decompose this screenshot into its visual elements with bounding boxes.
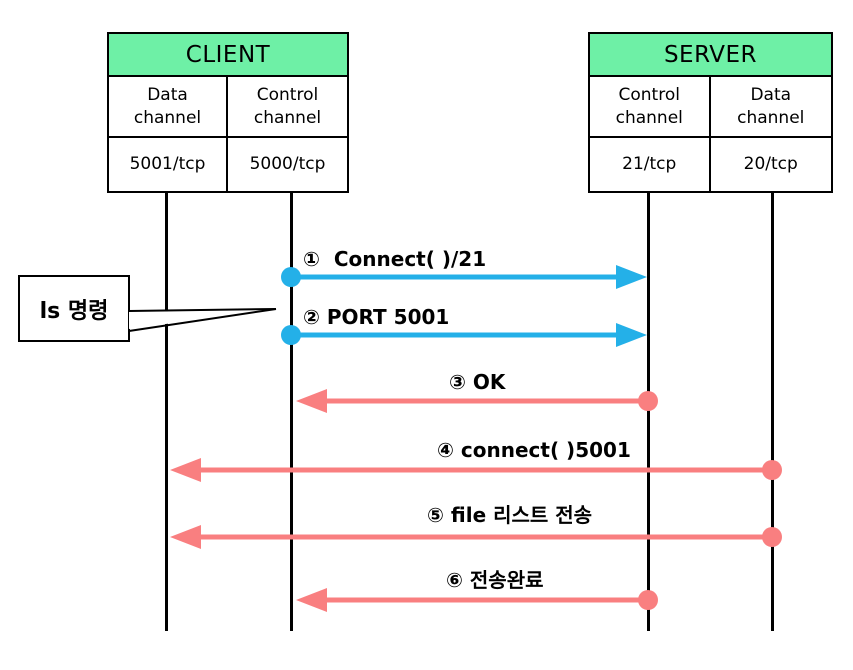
message-label-1: ① Connect( )/21 — [303, 247, 487, 271]
arrow-2-head — [616, 323, 647, 347]
server-control-channel-label: Control channel — [590, 77, 711, 138]
ls-command-label: ls 명령 — [39, 298, 109, 324]
arrow-6-origin-dot — [638, 590, 658, 610]
arrow-4-head — [170, 458, 201, 482]
arrow-1-origin-dot — [281, 267, 301, 287]
arrow-5-head — [170, 525, 201, 549]
ls-command-callout: ls 명령 — [18, 275, 130, 342]
server-data-channel-port: 20/tcp — [743, 154, 798, 175]
arrow-6-head — [296, 588, 327, 612]
server-title: SERVER — [590, 34, 831, 77]
arrow-2-origin-dot — [281, 325, 301, 345]
message-label-3: ③ OK — [449, 370, 506, 394]
arrow-5-origin-dot — [762, 527, 782, 547]
client-data-channel-label: Data channel — [109, 77, 228, 138]
server-control-channel-port: 21/tcp — [590, 138, 711, 191]
message-label-4: ④ connect( )5001 — [437, 438, 631, 462]
server-box: SERVER Control channel Data channel 21/t… — [588, 32, 833, 193]
server-data-channel-label: Data channel — [710, 77, 831, 138]
arrow-4-origin-dot — [762, 460, 782, 480]
client-box: CLIENT Data channel Control channel 5001… — [107, 32, 349, 193]
client-data-channel-port: 5001/tcp — [109, 138, 228, 191]
client-channel-grid: Data channel Control channel 5001/tcp 50… — [109, 77, 347, 191]
client-title: CLIENT — [109, 34, 347, 77]
callout-pointer-mask — [129, 309, 276, 329]
arrow-3-head — [296, 389, 327, 413]
message-label-2: ② PORT 5001 — [303, 305, 450, 329]
arrow-3-origin-dot — [638, 391, 658, 411]
message-label-5: ⑤ file 리스트 전송 — [427, 503, 593, 527]
server-channel-grid: Control channel Data channel 21/tcp 20/t… — [590, 77, 831, 191]
callout-pointer-bottom-line — [128, 308, 277, 332]
client-control-channel-port: 5000/tcp — [249, 154, 326, 175]
message-label-6: ⑥ 전송완료 — [446, 568, 544, 592]
callout-pointer-top-line — [128, 308, 277, 312]
arrow-1-head — [616, 265, 647, 289]
client-control-channel-label: Control channel — [228, 77, 347, 138]
